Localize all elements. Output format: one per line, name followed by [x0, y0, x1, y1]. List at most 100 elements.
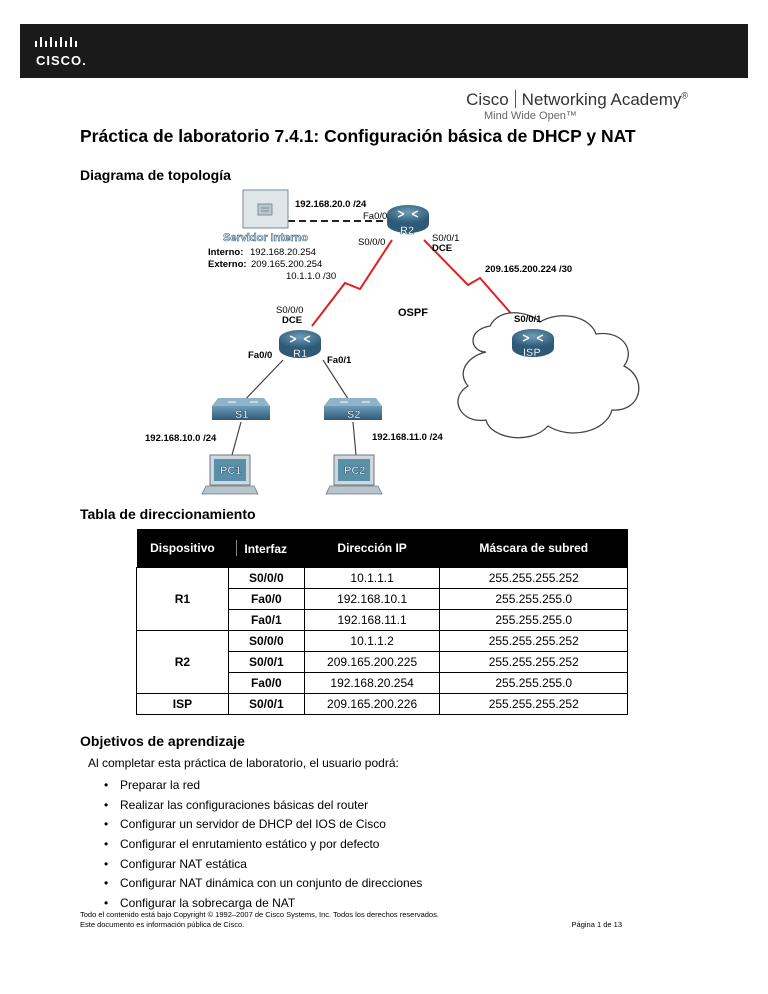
- link-r1-r2-label: 10.1.1.0 /30: [286, 271, 336, 282]
- lan1-label: 192.168.10.0 /24: [145, 433, 217, 444]
- ip-cell: 10.1.1.2: [303, 629, 441, 652]
- interno-ip: 192.168.20.254: [250, 247, 316, 258]
- s1-name-label: S1: [235, 409, 248, 421]
- table-row: R1 S0/0/0 10.1.1.1 255.255.255.252: [136, 566, 628, 631]
- addressing-heading: Tabla de direccionamiento: [80, 506, 256, 522]
- col-interfaz-label: Interfaz: [244, 541, 288, 556]
- list-item: Configurar un servidor de DHCP del IOS d…: [104, 817, 422, 837]
- s2-name-label: S2: [347, 409, 360, 421]
- list-item: Preparar la red: [104, 778, 422, 798]
- interface-cell: S0/0/1: [227, 650, 305, 673]
- objectives-heading: Objetivos de aprendizaje: [80, 733, 245, 749]
- mask-cell: 255.255.255.0: [439, 671, 628, 694]
- objectives-list: Preparar la red Realizar las configuraci…: [104, 778, 422, 916]
- addressing-table: Dispositivo Interfaz Dirección IP Máscar…: [136, 529, 628, 715]
- server-icon: [242, 189, 289, 229]
- cisco-wordmark: CISCO.: [36, 53, 87, 68]
- list-item: Configurar NAT dinámica con un conjunto …: [104, 876, 422, 896]
- device-cell: R2: [136, 629, 229, 694]
- switch-s1-icon: [212, 398, 270, 420]
- objectives-intro: Al completar esta práctica de laboratori…: [88, 756, 399, 770]
- lan2-label: 192.168.11.0 /24: [372, 432, 444, 443]
- academy-cisco: Cisco: [466, 90, 509, 109]
- copyright-line: Todo el contenido está bajo Copyright © …: [80, 910, 439, 919]
- list-item: Configurar la sobrecarga de NAT: [104, 896, 422, 916]
- ip-cell: 192.168.20.254: [303, 671, 441, 694]
- list-item: Configurar el enrutamiento estático y po…: [104, 837, 422, 857]
- externo-ip: 209.165.200.254: [251, 259, 322, 270]
- tagline: Mind Wide Open™: [484, 110, 577, 122]
- router-r1-icon: [279, 330, 321, 358]
- pc2-name-label: PC2: [344, 465, 365, 477]
- pc1-name-label: PC1: [220, 465, 241, 477]
- ip-cell: 10.1.1.1: [303, 566, 441, 589]
- ospf-label: OSPF: [398, 307, 428, 319]
- mask-cell: 255.255.255.252: [439, 566, 628, 589]
- server-name-label: Servidor Interno: [223, 232, 308, 244]
- mask-cell: 255.255.255.252: [439, 650, 628, 673]
- cisco-logo: CISCO.: [34, 34, 94, 70]
- col-interfaz: Interfaz: [228, 529, 305, 567]
- mask-cell: 255.255.255.252: [439, 629, 628, 652]
- table-row: Fa0/0 192.168.20.254 255.255.255.0: [137, 671, 628, 694]
- interface-cell: S0/0/0: [227, 566, 305, 589]
- interface-cell: Fa0/0: [227, 671, 305, 694]
- topology-heading: Diagrama de topología: [80, 167, 231, 183]
- device-cell: ISP: [136, 692, 229, 715]
- pc1-icon: [201, 454, 259, 495]
- table-row: ISP S0/0/1 209.165.200.226 255.255.255.2…: [136, 692, 628, 715]
- mask-cell: 255.255.255.0: [439, 587, 628, 610]
- router-r2-icon: [387, 205, 429, 233]
- ethernet-links: [231, 359, 357, 456]
- mask-cell: 255.255.255.252: [439, 692, 628, 715]
- col-dispositivo: Dispositivo: [136, 529, 229, 567]
- pc2-icon: [325, 454, 383, 495]
- isp-name-label: ISP: [523, 347, 541, 359]
- list-item: Configurar NAT estática: [104, 857, 422, 877]
- page-number: Página 1 de 13: [571, 920, 622, 929]
- serial-link-r2-isp: [423, 239, 523, 327]
- r1-fa00-label: Fa0/0: [248, 350, 272, 361]
- ip-cell: 192.168.10.1: [303, 587, 441, 610]
- r2-s000-label: S0/0/0: [358, 237, 385, 248]
- academy-name: Networking Academy: [521, 90, 682, 109]
- r2-name-label: R2: [400, 225, 414, 237]
- device-cell: R1: [136, 566, 229, 631]
- header-bar: CISCO.: [20, 24, 748, 78]
- serial-link-r1-r2: [311, 239, 393, 327]
- list-item: Realizar las configuraciones básicas del…: [104, 798, 422, 818]
- academy-brand: Cisco Networking Academy®: [466, 90, 688, 110]
- link-r2-isp-label: 209.165.200.224 /30: [485, 264, 572, 275]
- ip-cell: 209.165.200.225: [303, 650, 441, 673]
- ip-cell: 209.165.200.226: [303, 692, 441, 715]
- academy-mark: ®: [681, 90, 688, 101]
- r2-s001-label: S0/0/1: [432, 233, 459, 244]
- col-mascara: Máscara de subred: [439, 529, 628, 567]
- page-title: Práctica de laboratorio 7.4.1: Configura…: [80, 126, 636, 146]
- cisco-bars-icon: [35, 37, 77, 47]
- table-header-row: Dispositivo Interfaz Dirección IP Máscar…: [136, 529, 628, 567]
- col-direccion-ip: Dirección IP: [304, 529, 440, 567]
- r1-name-label: R1: [293, 348, 307, 360]
- interface-cell: Fa0/0: [227, 587, 305, 610]
- r2-dce-label: DCE: [432, 243, 452, 254]
- externo-label: Externo:: [208, 259, 247, 270]
- router-isp-icon: [512, 329, 554, 357]
- server-net-label: 192.168.20.0 /24: [295, 199, 367, 210]
- switch-s2-icon: [324, 398, 382, 420]
- mask-cell: 255.255.255.0: [439, 608, 628, 631]
- table-row: R2 S0/0/0 10.1.1.2 255.255.255.252: [136, 629, 628, 694]
- r1-dce-label: DCE: [282, 315, 302, 326]
- isp-cloud: [457, 312, 640, 439]
- interface-cell: S0/0/0: [227, 629, 305, 652]
- interface-cell: S0/0/1: [227, 692, 305, 715]
- public-info-line: Este documento es información pública de…: [80, 920, 245, 929]
- r1-fa01-label: Fa0/1: [327, 355, 352, 366]
- ip-cell: 192.168.11.1: [303, 608, 441, 631]
- r2-fa00-label: Fa0/0: [363, 211, 387, 222]
- interno-label: Interno:: [208, 247, 243, 258]
- interface-cell: Fa0/1: [227, 608, 305, 631]
- r1-s000-label: S0/0/0: [276, 305, 303, 316]
- isp-s001-label: S0/0/1: [514, 314, 542, 325]
- footer: Todo el contenido está bajo Copyright © …: [80, 910, 439, 930]
